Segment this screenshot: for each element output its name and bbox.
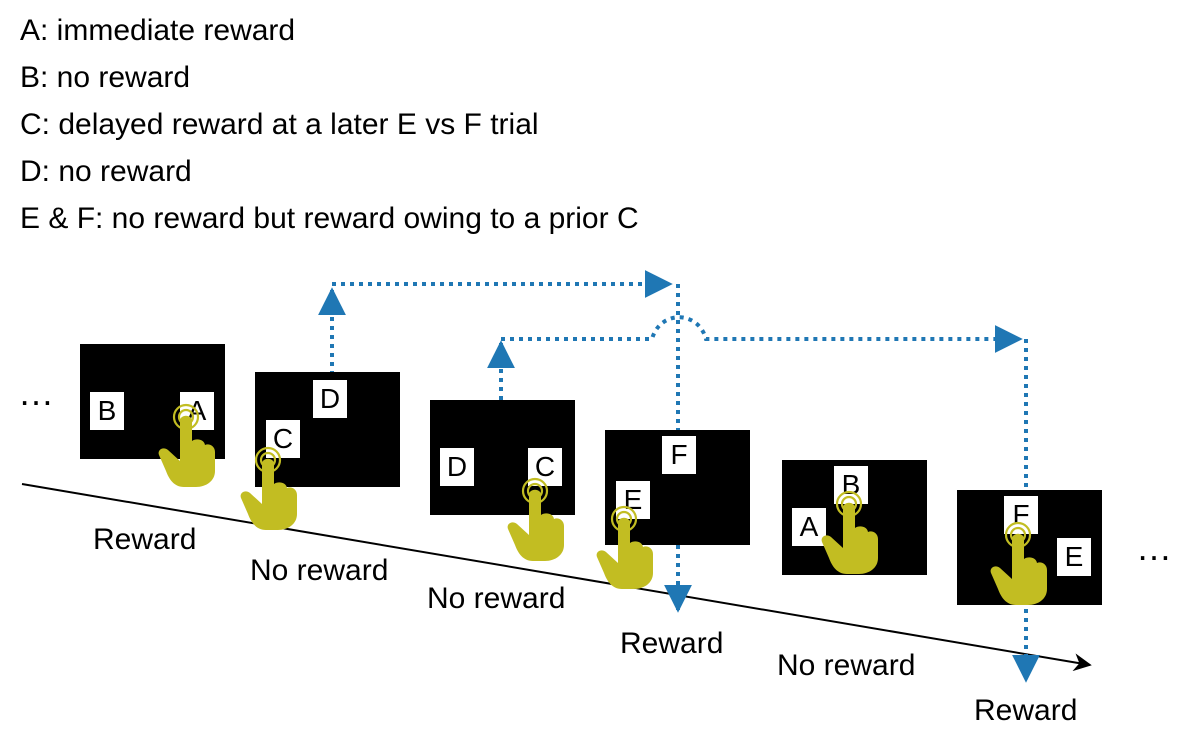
trial-screen-4: F E (595, 430, 750, 591)
trial-screen-5: B A (782, 460, 927, 576)
trial-screen-6: F E (957, 490, 1102, 607)
card-b: B (98, 395, 117, 426)
card-c: C (535, 451, 555, 482)
card-d: D (320, 383, 340, 414)
outcome-label-4: Reward (620, 627, 723, 660)
card-e: E (1065, 541, 1084, 572)
outcome-label-3: No reward (427, 582, 565, 615)
trial-screen-1: B A (80, 344, 225, 489)
legend-line-b: B: no reward (20, 61, 191, 94)
trial-screen-2: D C (239, 372, 400, 532)
card-f: F (1012, 499, 1029, 530)
outcome-label-2: No reward (250, 554, 388, 587)
ellipsis-right: … (1136, 527, 1172, 568)
legend-line-a: A: immediate reward (20, 14, 296, 47)
card-a: A (800, 511, 819, 542)
timeline-arrow (21, 483, 1092, 672)
outcome-label-6: Reward (974, 694, 1077, 727)
legend-line-ef: E & F: no reward but reward owing to a p… (20, 202, 639, 235)
legend-line-c: C: delayed reward at a later E vs F tria… (20, 108, 539, 141)
card-d: D (447, 451, 467, 482)
outcome-label-1: Reward (93, 523, 196, 556)
arrow-right-icon (501, 315, 1023, 353)
card-c: C (273, 423, 293, 454)
ellipsis-left: … (18, 372, 54, 413)
outcome-label-5: No reward (777, 649, 915, 682)
card-f: F (670, 439, 687, 470)
legend-line-d: D: no reward (20, 155, 192, 188)
trial-screen-3: D C (430, 400, 575, 563)
